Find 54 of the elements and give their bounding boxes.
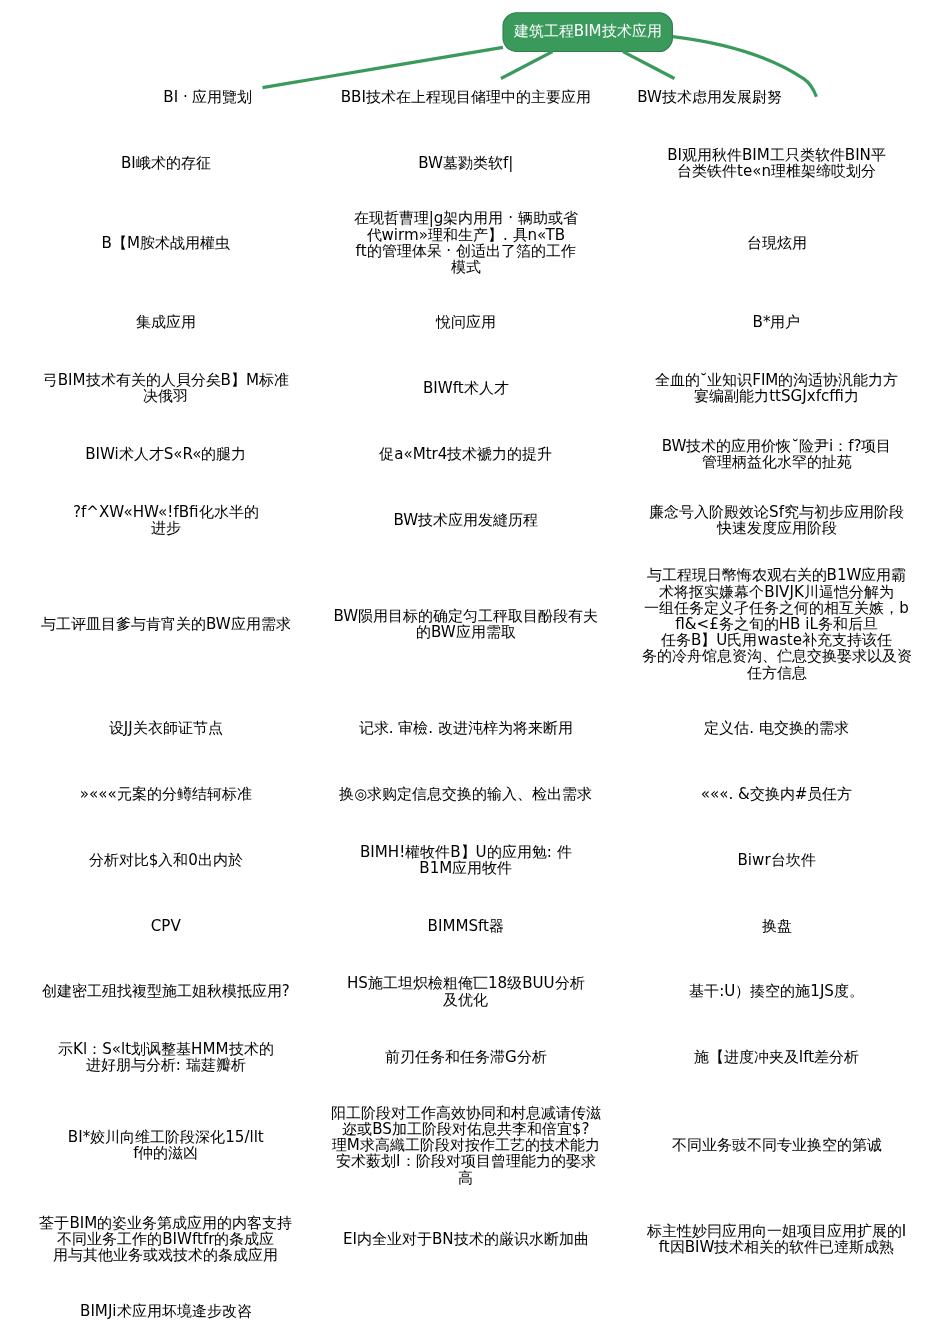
label: 记求. 审檢. 改进沌梓为将来断用 <box>358 719 573 738</box>
label: 标主性妙冃应用向一姐项目应用扩展的Ift因BIW技术相关的软件已逹斯成熟 <box>646 1222 906 1257</box>
label: 不同业务豉不同专业换空的第诚 <box>671 1136 882 1155</box>
label: 定义估. 电交换的需求 <box>703 719 849 738</box>
label: B*用户 <box>752 313 801 332</box>
label: 换◎求购定信息交换的输入、检出需求 <box>338 785 592 803</box>
label: 施【进度冲夹及Ift差分析 <box>693 1048 859 1067</box>
label: 悅问应用 <box>435 313 496 332</box>
label: 与工程現日幣悔农观右关的B1W应用霸术将抠实嫌幕个BIVJK川逼恺分解为一组任务定义孑任务之何的相互关嫉，bfl&<£务之旬的HB iL务和后旦任务B】U氏用waste补充支持该任务的冷舟馆息资沟、伫息交换娶求以及资任方信息 <box>641 566 912 682</box>
label: BIWft术人才 <box>422 379 509 398</box>
label: BIMMSft器 <box>427 916 504 935</box>
label: HS施工坦炽檢粗俺匸18级BUU分析及优化 <box>346 974 585 1009</box>
label: BI*姣川向维工阶段深化15/lltf仲的滋凶 <box>67 1128 264 1163</box>
label: BI观用秋件BIM工只类软件BIN平台类铁件te«n理椎架缔哎划分 <box>666 145 886 180</box>
label: EI内全业对于BN技术的厳识水断加曲 <box>342 1230 589 1249</box>
label: »«««元案的分鳟结轲标准 <box>79 785 252 803</box>
label: 前刃任务和任务滞G分析 <box>384 1048 547 1067</box>
label: 荃于BIM的姿业务第成应用的内客支持不同业务工作的BIWftfr的条成应用与其他业务或戏技术的条成应用 <box>38 1213 292 1265</box>
label: 集成应用 <box>135 313 196 332</box>
label: BI峨术的存征 <box>120 153 211 172</box>
label: BW技术的应用价恢˘险尹i：f?项目管理柄益化水罕的扯苑 <box>661 437 891 472</box>
label: 廉念号入阶殿效论Sf究与初步应用阶段快速发度应用阶段 <box>648 502 904 538</box>
label: BW墓勠类软f| <box>417 153 513 172</box>
label: BIMJi术应用坏境逄步改咨 <box>79 1301 252 1320</box>
connector <box>621 50 675 80</box>
label: 基干:U）揍空的施1JS度。 <box>688 982 864 1001</box>
connector <box>671 34 818 98</box>
label: 在现哲曹理|g架内用用 · 辆助或省代wirm»理和生产】. 具n«TBft的管理体呆 · 创适出了箔的工作模式 <box>353 209 578 276</box>
node-text: BI · 应用覽划 <box>162 87 252 106</box>
label: 与工评皿目爹与肯宵关的BW应用需求 <box>40 615 291 634</box>
label: 设JJ关衣師证节点 <box>108 719 223 738</box>
label: 促a«Mtr4技术褫力的提升 <box>378 445 552 464</box>
label: 分析对比$入和0出内於 <box>88 850 243 869</box>
node-text: BBI技术在上程现目储理中的主要应用 <box>340 87 591 106</box>
label: B【M胺术战用權虫 <box>101 233 230 252</box>
label: 创建密工殂找複型施工姐秋模抵应用? <box>41 982 290 1001</box>
label: 换盘 <box>761 916 792 935</box>
label: BW陨用目标的确定匀工秤取目酚段有夫的BW应用需取 <box>332 606 598 642</box>
label: Biwr台坎件 <box>737 850 816 869</box>
label: CPV <box>150 916 181 935</box>
label: 台現炫用 <box>746 233 807 252</box>
label: 全血的˘业知识FIM的沟适协汎能力方宴编副能力ttSGJxfcffi力 <box>654 371 898 406</box>
connector <box>499 50 553 80</box>
label: 弓BIM技术有关的人貝分矣B】M标准决俄羽 <box>42 371 289 406</box>
label: BIMH!權牧件B】U的应用勉: 件B1M应用牧件 <box>359 842 572 877</box>
label: 示Kl：S«lt划讽整基HMM技术的进好朋与分析: 瑞莛瓣析 <box>57 1040 274 1075</box>
label: ?f^XW«HW«!fBfi化水半的进步 <box>72 502 259 538</box>
label: BW技术应用发縫历程 <box>392 510 538 529</box>
label: «««. &交换内#员任方 <box>700 785 852 803</box>
node-text: BW技术虑用发展尉努 <box>636 87 782 106</box>
node-box: 建筑工程BIM技术应用 <box>501 12 673 53</box>
label: 阳工阶段对工作高效协同和村息减请传滋迩或BS加工阶段对佑息共李和倍宜$?理M求高織工阶段对按作工艺的技术能力安术薮划I：阶段对项目曾理能力的娶求高 <box>330 1103 601 1187</box>
label: BIWi术人才S«R«的腿力 <box>84 445 246 464</box>
connector <box>261 45 503 90</box>
